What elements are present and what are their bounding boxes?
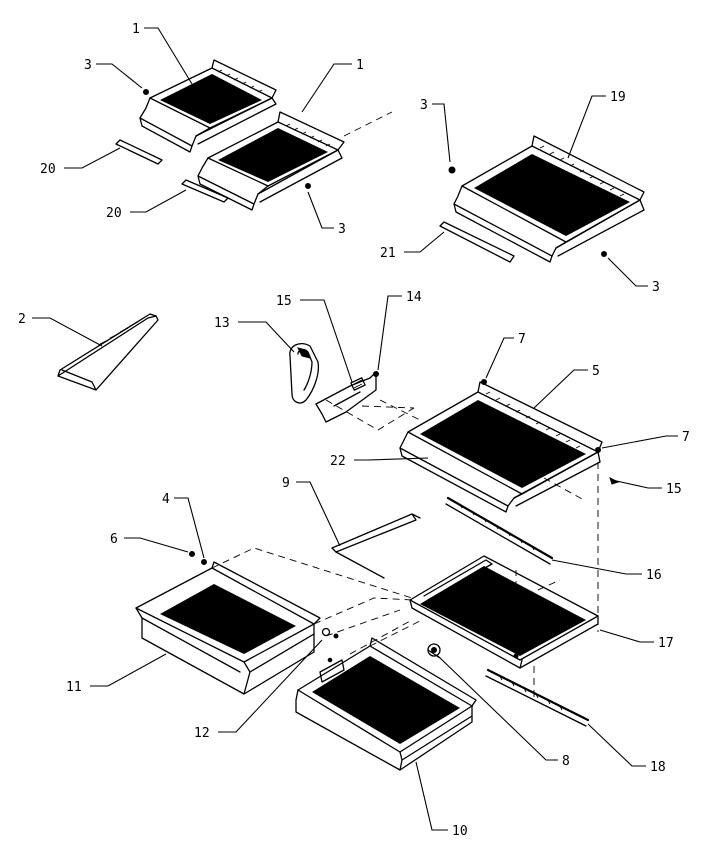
screw-14	[373, 371, 379, 377]
callout-3-d: 3	[652, 280, 660, 295]
callout-2: 2	[18, 312, 26, 327]
screw-3-b	[305, 183, 311, 189]
callout-7-a: 7	[518, 332, 526, 347]
deli-tray-10	[295, 637, 477, 771]
fastener-4	[201, 559, 207, 565]
screw-3-c	[448, 166, 456, 174]
callout-7-b: 7	[682, 430, 690, 445]
callout-3-c: 3	[420, 98, 428, 113]
dashed-guide-15	[325, 399, 421, 431]
callout-1-left: 1	[132, 22, 140, 37]
callout-15-b: 15	[666, 482, 682, 497]
dashed-guide-10	[349, 619, 423, 655]
trim-strip-20-a	[115, 139, 163, 165]
bracket-15	[315, 371, 377, 423]
dashed-guide-shelf1	[343, 111, 393, 137]
callout-12: 12	[194, 726, 210, 741]
screw-3-a	[143, 89, 149, 95]
crisper-frame-17	[409, 555, 599, 669]
callout-9: 9	[282, 476, 290, 491]
callout-17: 17	[658, 636, 674, 651]
dashed-guide-11	[211, 547, 413, 637]
dashed-guide-5	[515, 462, 599, 632]
wire-divider-9	[331, 513, 421, 579]
callout-14: 14	[406, 290, 422, 305]
fastener-7-a	[481, 379, 487, 385]
fastener-12	[321, 627, 339, 639]
callout-20-a: 20	[40, 162, 56, 177]
callout-22: 22	[330, 454, 346, 469]
callout-1-right: 1	[356, 58, 364, 73]
callout-15-a: 15	[276, 294, 292, 309]
callout-20-b: 20	[106, 206, 122, 221]
callout-3-b: 3	[338, 222, 346, 237]
rail-18	[485, 668, 590, 727]
dashed-guide-17	[515, 570, 541, 615]
fastener-6	[189, 551, 195, 557]
knob-8	[427, 643, 441, 659]
bracket-2	[57, 313, 159, 391]
callout-4: 4	[162, 492, 170, 507]
glass-shelf-1-left	[139, 59, 277, 153]
shelf-cover-5	[399, 381, 603, 513]
rail-16	[445, 496, 554, 565]
callout-19: 19	[610, 90, 626, 105]
trim-strip-20-b	[181, 179, 229, 203]
callout-21: 21	[380, 246, 396, 261]
callout-16: 16	[646, 568, 662, 583]
crisper-drawer-11	[135, 561, 321, 695]
clip-13	[289, 342, 320, 404]
callout-11: 11	[66, 680, 82, 695]
callout-3-a: 3	[84, 58, 92, 73]
callout-10: 10	[452, 824, 468, 839]
callout-13: 13	[214, 316, 230, 331]
glass-shelf-1-right	[197, 111, 345, 211]
fastener-7-b	[595, 447, 601, 453]
glass-shelf-19	[453, 135, 645, 263]
callout-labels: 1 1 3 3 3 3 19 20 20 21 2 13 15 14 7 5 7…	[18, 22, 690, 839]
callout-5: 5	[592, 364, 600, 379]
callout-6: 6	[110, 532, 118, 547]
callout-leaders	[32, 27, 678, 831]
callout-8: 8	[562, 754, 570, 769]
callout-18: 18	[650, 760, 666, 775]
trim-strip-21	[439, 221, 515, 263]
screw-3-d	[601, 251, 607, 257]
